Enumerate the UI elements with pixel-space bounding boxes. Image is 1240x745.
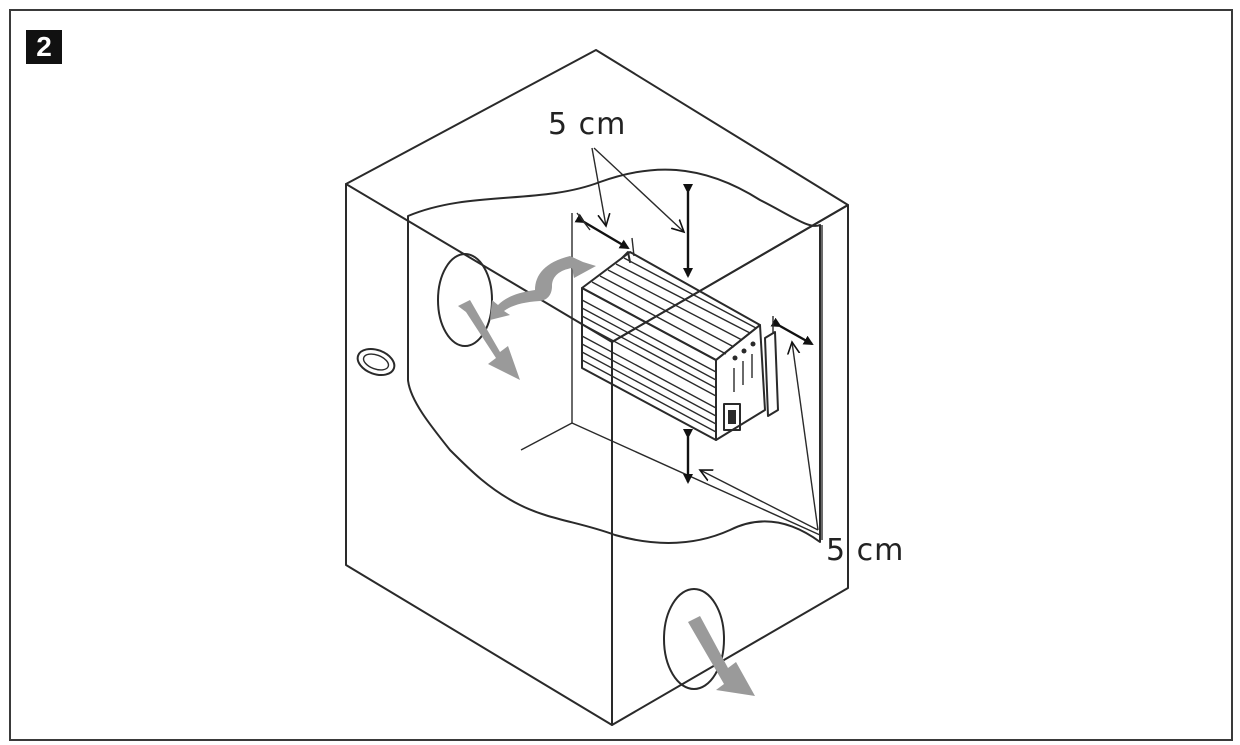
device-mounting-bracket [764, 331, 779, 417]
device-connector [723, 403, 741, 431]
figure-frame [9, 9, 1233, 741]
airflow-arrow-icon [458, 300, 520, 380]
bottom-ventilation-grille [663, 588, 725, 690]
clearance-label-bottom: 5 cm [826, 533, 905, 568]
interior-floor-right-edge [571, 422, 821, 536]
device-top-lug [621, 251, 631, 263]
clearance-label-top: 5 cm [548, 107, 627, 142]
device-end-face [715, 324, 766, 441]
leader-bottom-to-floor [700, 470, 819, 531]
device-unit [581, 251, 779, 441]
leader-top-to-top [593, 147, 684, 232]
cabinet-right-face [611, 204, 849, 726]
cabinet-handle [356, 347, 396, 377]
interior-floor-left-edge [520, 422, 573, 451]
device-top-face [581, 251, 761, 361]
leader-top-to-left [591, 147, 606, 226]
leader-bottom-to-right [792, 342, 819, 531]
cabinet-top-face [345, 49, 849, 343]
device-cooling-fins-side [581, 299, 717, 433]
dimension-arrow-right-clearance [770, 317, 814, 346]
cabinet-interior [520, 213, 823, 540]
clearance-dimension-arrows [574, 184, 814, 484]
label-leader-lines [591, 147, 819, 531]
device-cooling-ribs-top [591, 257, 757, 355]
device-front-panel [723, 341, 756, 431]
figure-number-badge: 2 [26, 30, 62, 64]
airflow-arrow-icon [688, 616, 755, 696]
airflow-arrows [458, 256, 755, 696]
dimension-arrow-left-clearance [574, 213, 630, 250]
airflow-arrow-icon [490, 256, 596, 320]
cutaway-opening [407, 168, 821, 544]
